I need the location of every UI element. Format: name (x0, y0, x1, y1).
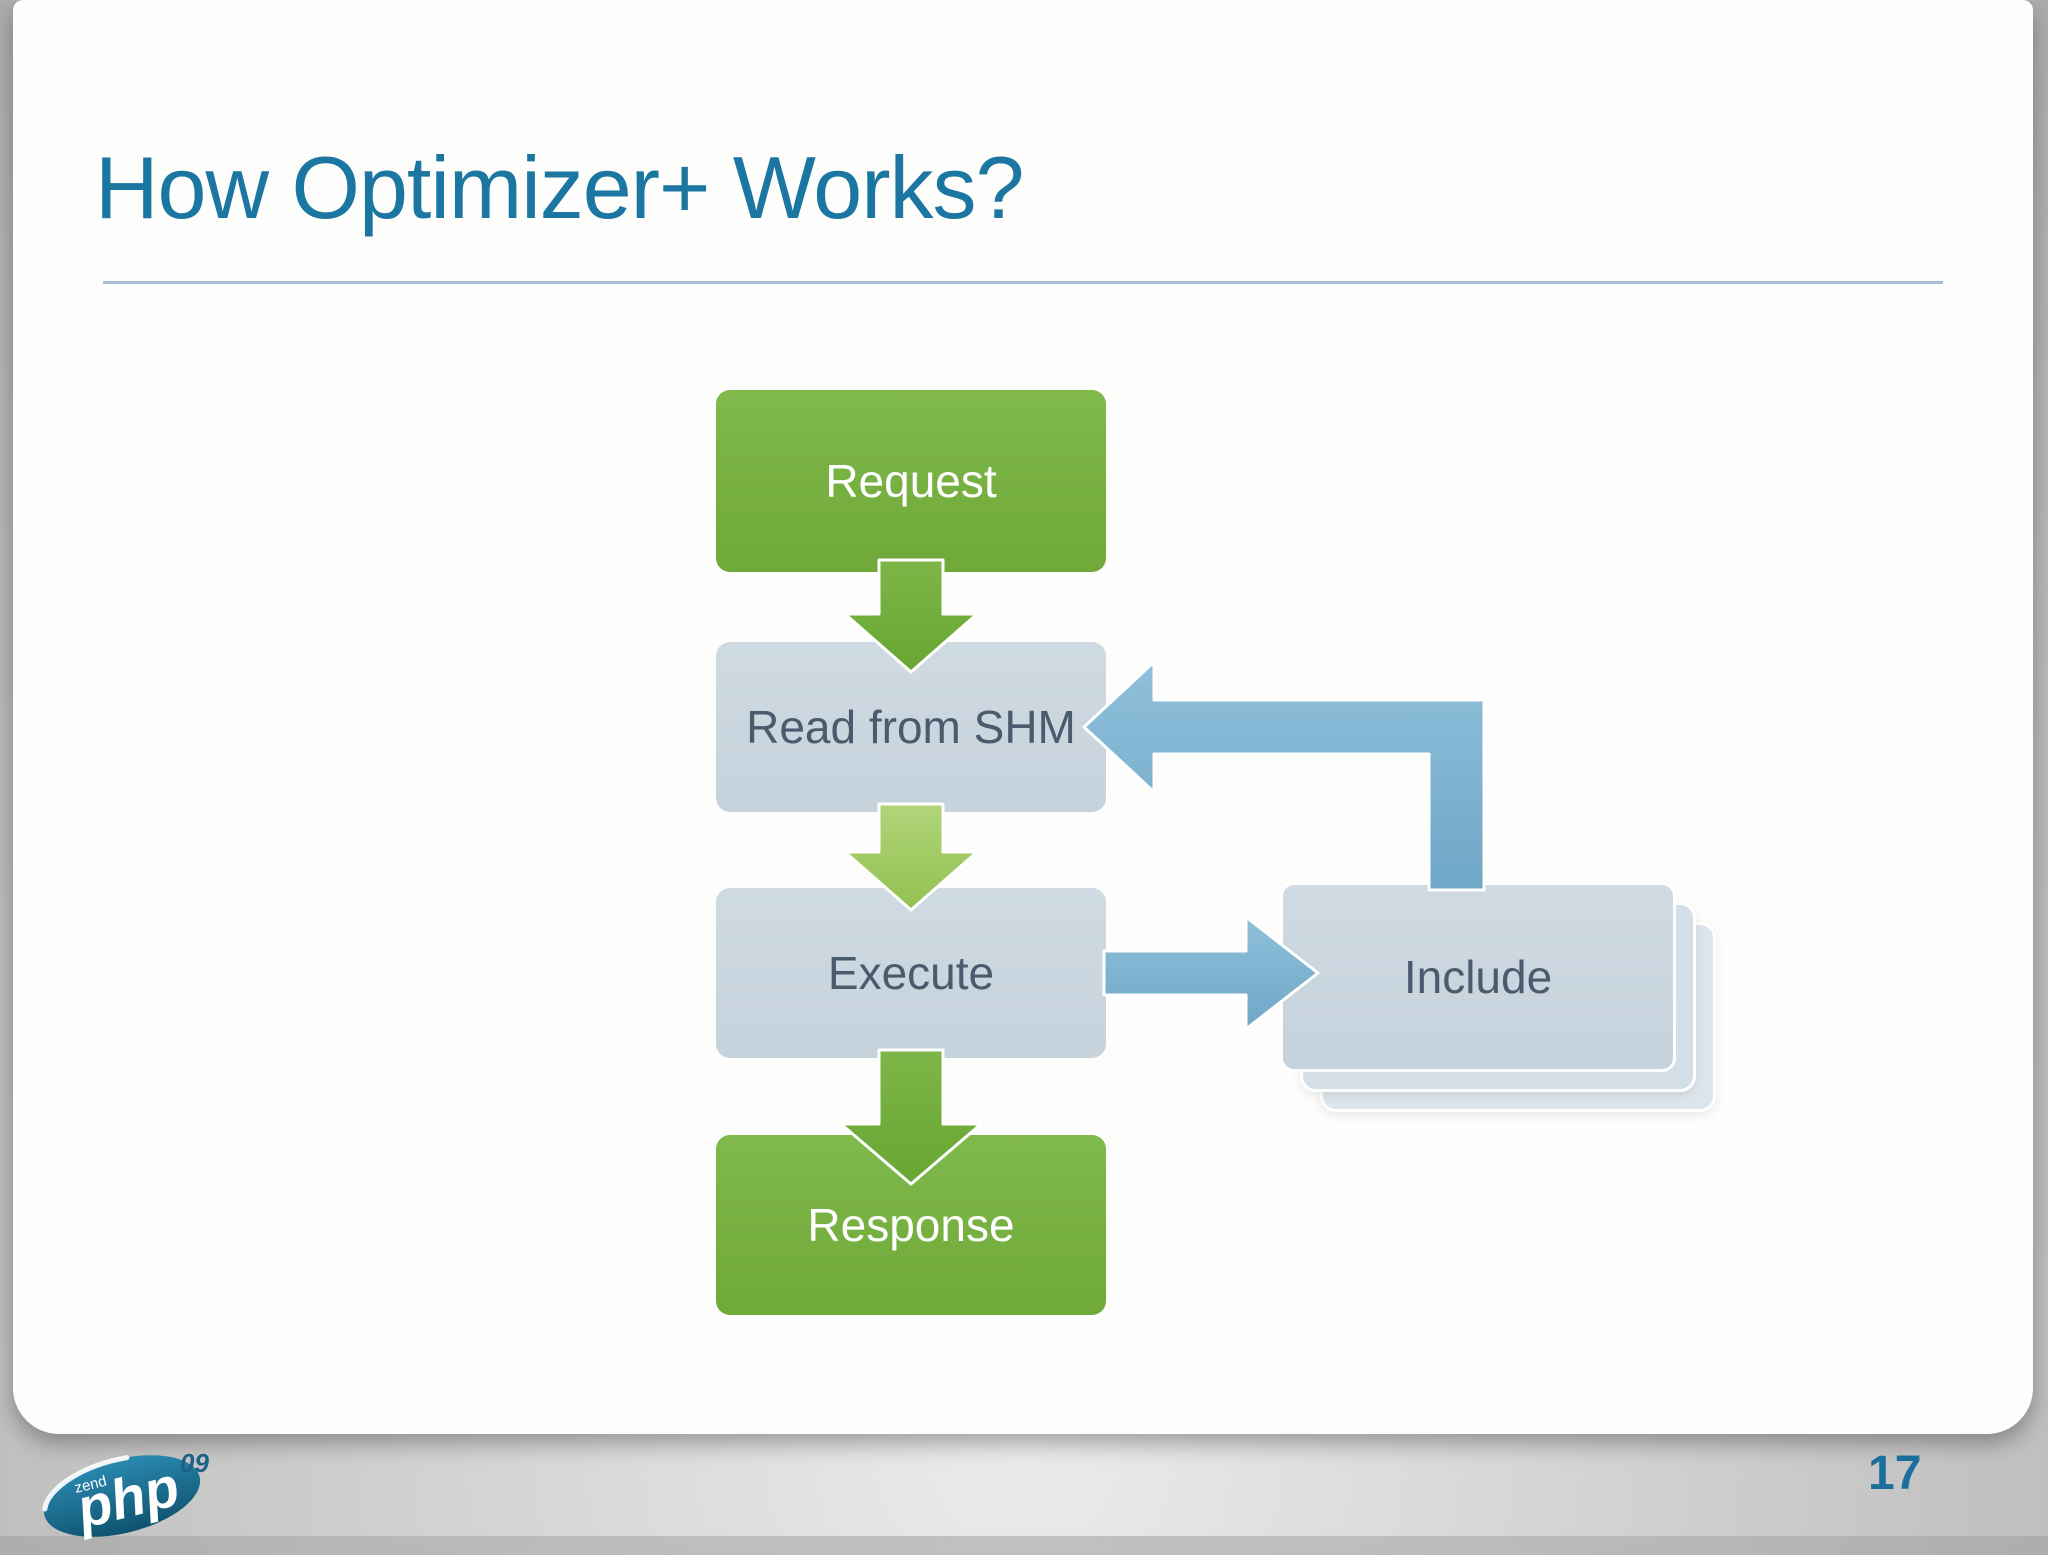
logo-badge-09: 09 (180, 1448, 209, 1478)
zend-php-logo-graphic: zend php 09 (42, 1448, 209, 1541)
page-title: How Optimizer+ Works? (95, 138, 1024, 237)
zend-php-logo: zend php 09 (22, 1440, 252, 1550)
flow-node-execute-label: Execute (827, 947, 995, 999)
logo-swoosh (42, 1455, 130, 1512)
flow-node-request: Request (716, 390, 1106, 572)
flow-node-include: Include (1280, 882, 1676, 1072)
flow-node-read-from-shm: Read from SHM (716, 642, 1106, 812)
logo-php-label: php (68, 1454, 185, 1540)
flow-node-include-label: Include (1403, 951, 1553, 1003)
flow-node-request-label: Request (825, 455, 997, 507)
flow-node-read-from-shm-label: Read from SHM (746, 701, 1076, 753)
flow-node-execute: Execute (716, 888, 1106, 1058)
title-divider (103, 281, 1943, 284)
flow-node-response-label: Response (807, 1199, 1015, 1251)
flow-node-response: Response (716, 1135, 1106, 1315)
logo-ellipse (43, 1455, 201, 1537)
page-number: 17 (1868, 1447, 1922, 1500)
